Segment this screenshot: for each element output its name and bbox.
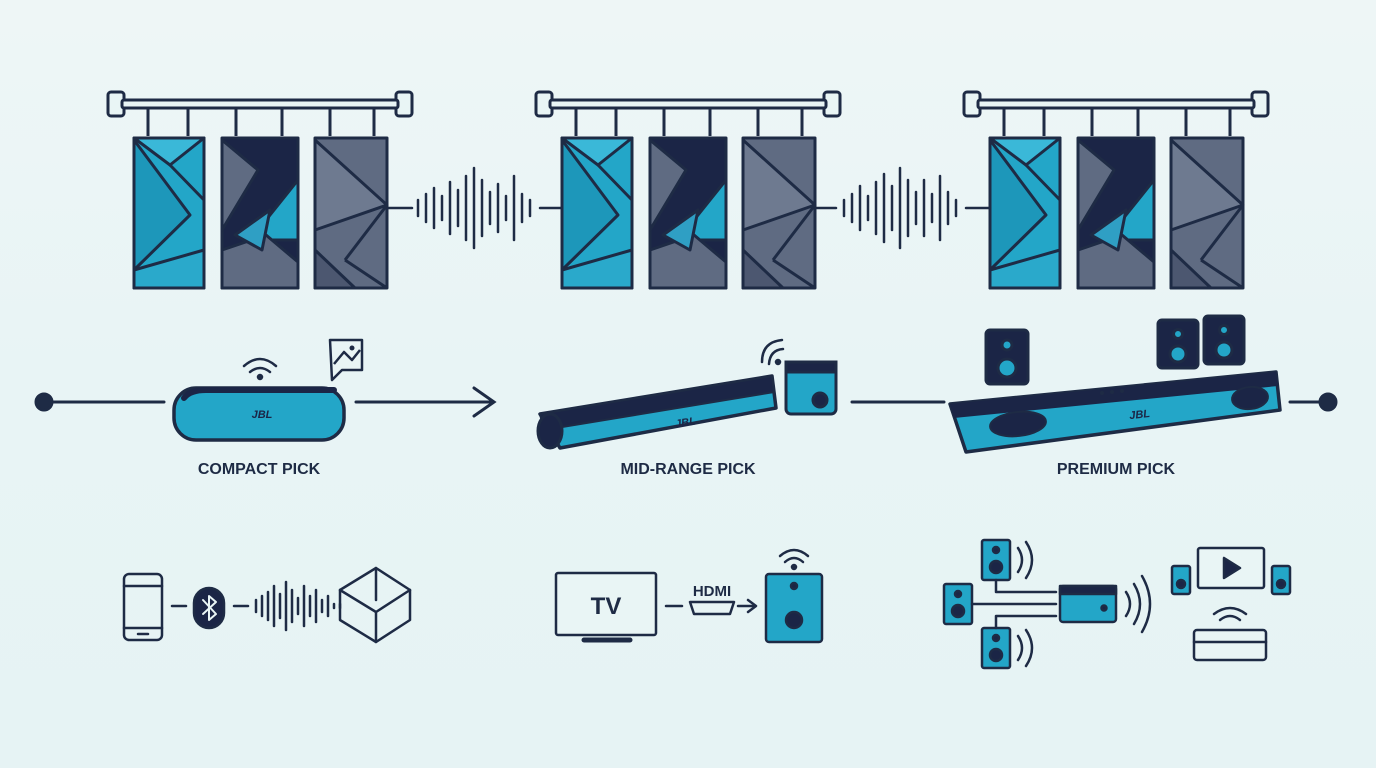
speaker-icon: [984, 328, 1030, 386]
signal-waves-icon: [1124, 574, 1152, 634]
subwoofer-icon: [764, 572, 824, 644]
connection-premium: [942, 538, 1292, 670]
panel-teal: [560, 136, 634, 290]
brand-logo: JBL: [674, 415, 697, 430]
panel-teal: [988, 136, 1062, 290]
soundwave-connector-2: [814, 166, 992, 250]
connection-compact: [122, 566, 412, 644]
panel-slate: [313, 136, 389, 290]
speaker-icon: [1156, 318, 1200, 370]
panel-teal: [132, 136, 206, 290]
speaker-icon: [1202, 314, 1246, 366]
timeline: [34, 386, 1338, 418]
premium-soundbar: JBL: [948, 314, 1282, 454]
brand-logo: JBL: [1129, 408, 1151, 422]
curtain-rod: [534, 90, 842, 136]
tier-label-mid: MID-RANGE PICK: [620, 461, 756, 478]
hdmi-icon: [688, 600, 736, 616]
panel-navy: [220, 136, 300, 290]
tier-label-premium: PREMIUM PICK: [1057, 461, 1176, 478]
subwoofer: [784, 360, 838, 416]
image-icon: [328, 338, 364, 382]
soundwave-icon: [254, 580, 342, 632]
display-icon: [1196, 546, 1266, 590]
hdmi-label: HDMI: [693, 583, 731, 600]
wifi-icon: [760, 338, 785, 366]
brand-logo: JBL: [252, 409, 273, 421]
hub-icon: [1058, 584, 1118, 624]
speaker-icon: [942, 582, 974, 626]
cube-icon: [338, 566, 412, 644]
timeline-end-dot: [1318, 392, 1338, 412]
panel-navy: [648, 136, 728, 290]
speaker-icon: [980, 538, 1034, 582]
connection-mid: [554, 548, 824, 644]
curtain-rod: [962, 90, 1270, 136]
panel-slate: [1169, 136, 1245, 290]
wifi-icon: [242, 357, 278, 381]
compact-soundbar: JBL: [172, 338, 364, 442]
panel-navy: [1076, 136, 1156, 290]
curtain-group-3: [962, 90, 1270, 290]
speaker-icon: [1270, 564, 1292, 596]
tv-icon: [554, 571, 658, 643]
arrow-head: [472, 386, 497, 418]
wifi-icon: [778, 548, 810, 571]
panel-slate: [741, 136, 817, 290]
soundwave-connector-1: [386, 166, 564, 250]
curtain-group-1: [106, 90, 414, 290]
curtain-rod: [106, 90, 414, 136]
router-icon: [1192, 628, 1268, 662]
smartphone-icon: [122, 572, 164, 642]
mid-soundbar: JBL: [536, 338, 838, 450]
wifi-icon: [1212, 606, 1248, 622]
speaker-icon: [1170, 564, 1192, 596]
curtain-group-2: [534, 90, 842, 290]
speaker-icon: [980, 626, 1034, 670]
bluetooth-icon: [192, 586, 226, 630]
tier-label-compact: COMPACT PICK: [198, 461, 321, 478]
tv-label: TV: [591, 593, 622, 620]
timeline-start-dot: [34, 392, 54, 412]
